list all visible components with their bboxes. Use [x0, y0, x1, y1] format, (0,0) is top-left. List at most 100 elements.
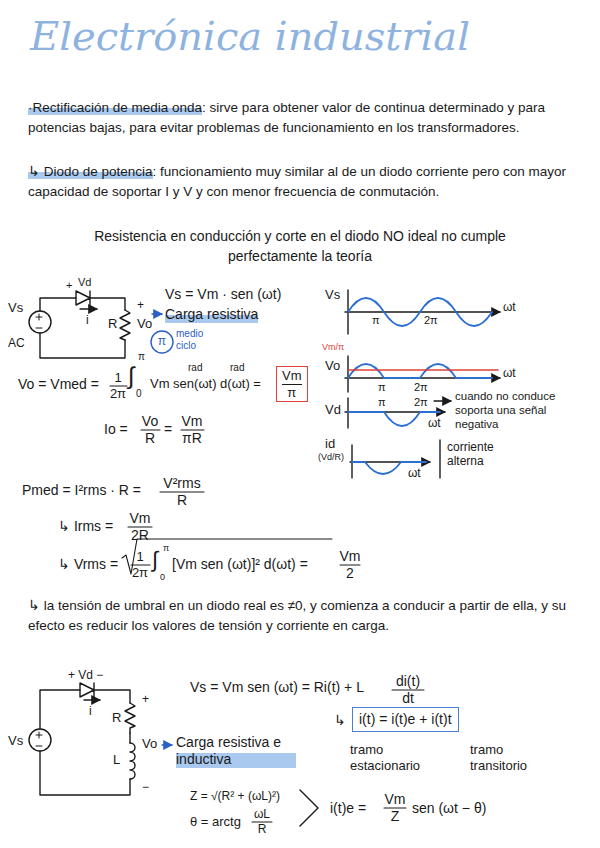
current-arrow: [80, 308, 97, 309]
formula-text: 2π: [414, 381, 428, 394]
formula-text: ∫: [128, 362, 135, 391]
note-text: ·Rectificación de media onda: [28, 100, 202, 115]
formula-text: Vs: [325, 287, 340, 303]
diode-symbol: [76, 291, 90, 305]
fraction-denominator: R: [258, 823, 267, 836]
formula-text: Vo: [325, 358, 340, 374]
formula-text: i: [89, 704, 92, 718]
formula-text: [Vm sen (ωt)]² d(ωt) =: [172, 556, 308, 573]
diode-symbol: [80, 683, 94, 697]
formula-text: corriente alterna: [447, 440, 527, 469]
fraction-denominator: R: [145, 431, 155, 446]
formula-text: AC: [8, 336, 25, 350]
square-root-sign: [122, 539, 332, 574]
current-arrow: [84, 699, 100, 700]
formula-text: 0: [136, 388, 142, 400]
wire: [40, 298, 125, 358]
formula-text: Vo: [142, 736, 157, 752]
formula-text: ωt: [503, 300, 516, 314]
formula-text: π: [378, 381, 386, 394]
formula-text: i(t)e =: [330, 800, 366, 817]
formula-text: medio ciclo: [176, 328, 210, 352]
formula-text: + Vd −: [68, 668, 103, 682]
formula-text: tramo transitorio: [470, 742, 550, 773]
ac-source-symbol: [29, 311, 51, 333]
formula-text: id: [325, 436, 335, 452]
formula-text: i: [86, 313, 89, 327]
node-text: π: [282, 385, 302, 401]
formula-text: cuando no conduce soporta una señal nega…: [455, 390, 573, 431]
formula-text: Vs: [8, 733, 23, 749]
fraction-numerator: Vm: [182, 414, 203, 429]
resistor-symbol: [120, 310, 130, 340]
node-text: Vm: [282, 368, 302, 385]
formula-text: Vd: [78, 276, 91, 289]
formula-text: ωt: [503, 366, 516, 380]
fraction-denominator: Z: [391, 809, 400, 824]
fraction-numerator: di(t): [396, 674, 420, 689]
formula-text: ωt: [428, 416, 441, 430]
formula-text: ↳ Irms =: [58, 518, 113, 535]
bracket: [300, 790, 318, 826]
fraction-denominator: 2: [346, 566, 354, 581]
formula-text: Vs = Vm · sen (ωt): [165, 286, 281, 303]
formula-text: =: [164, 421, 172, 438]
formula-text: π: [378, 396, 386, 409]
result-box: Vmπ: [276, 366, 308, 402]
formula-text: Carga resistiva: [165, 306, 258, 323]
formula-text: Z = √(R² + (ωL)²): [190, 789, 280, 803]
note-paragraph: ·Rectificación de media onda: sirve para…: [28, 98, 573, 137]
formula-text: Vo = Vmed =: [18, 376, 99, 393]
note-paragraph: ↳ Diodo de potencia: funcionamiento muy …: [28, 162, 573, 201]
formula-text: Vd: [325, 402, 341, 418]
formula-text: Vm/π: [322, 342, 344, 353]
equation-box: i(t) = i(t)e + i(t)t: [352, 707, 459, 732]
formula-text: R: [108, 316, 117, 332]
formula-text: tramo estacionario: [350, 742, 430, 773]
fraction-numerator: Vo: [142, 414, 158, 429]
formula-text: ↳: [334, 712, 346, 729]
formula-text: 2π: [414, 396, 428, 409]
formula-text: Carga resistiva e inductiva: [176, 734, 296, 768]
note-text: Resistencia en conducción y corte en el …: [94, 228, 506, 264]
fraction-denominator: 2π: [132, 566, 148, 580]
wire: [40, 690, 130, 795]
fraction-numerator: ωL: [254, 808, 270, 821]
formula-text: Vs = Vm sen (ωt) = Ri(t) + L: [190, 679, 364, 696]
formula-text: (Vd/R): [318, 452, 344, 463]
formula-text: π: [372, 314, 380, 327]
formula-text: +: [66, 279, 72, 292]
formula-text: ωt: [408, 466, 421, 480]
circled-symbol: π: [150, 330, 174, 354]
formula-text: π: [163, 543, 169, 554]
note-paragraph: Resistencia en conducción y corte en el …: [60, 226, 540, 267]
fraction-denominator: dt: [402, 691, 414, 706]
fraction-denominator: 2R: [131, 528, 149, 543]
formula-text: +: [142, 692, 149, 706]
inductor-symbol: [130, 743, 135, 779]
fraction-denominator: πR: [182, 431, 202, 446]
note-text: ↳ la tensión de umbral en un diodo real …: [28, 598, 566, 633]
formula-text: rad: [188, 362, 202, 374]
node-text: i(t) = i(t)e + i(t)t: [359, 711, 452, 728]
fraction-denominator: 2π: [110, 387, 126, 401]
ac-source-symbol: [29, 729, 51, 751]
note-text: ↳ Diodo de potencia: [28, 164, 153, 179]
formula-text: θ = arctg: [190, 814, 241, 830]
formula-text: 2π: [424, 314, 438, 327]
fraction-numerator: Vm: [385, 792, 406, 807]
formula-text: sen (ωt − θ): [412, 800, 486, 817]
formula-text: Vs: [8, 300, 23, 316]
fraction-denominator: R: [177, 493, 187, 508]
page-title: Electrónica industrial: [30, 12, 470, 60]
resistor-symbol: [125, 703, 135, 733]
fraction-numerator: V²rms: [163, 476, 200, 491]
formula-text: π: [138, 351, 145, 363]
node-text: π: [158, 335, 166, 348]
formula-text: −: [142, 780, 149, 794]
note-paragraph: ↳ la tensión de umbral en un diodo real …: [28, 596, 573, 635]
formula-text: ↳ Vrms =: [58, 556, 118, 573]
formula-text: R: [112, 710, 121, 726]
formula-text: Pmed = I²rms · R =: [22, 482, 141, 499]
